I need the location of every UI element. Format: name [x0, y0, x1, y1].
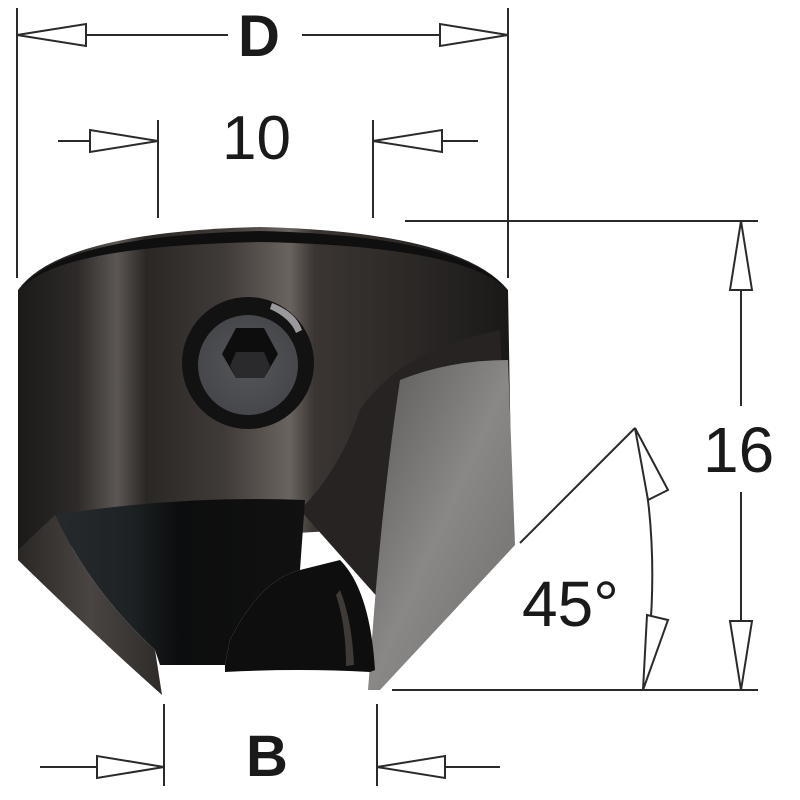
bore-diameter-label: 10 [222, 104, 291, 173]
d-arrow-right-icon [439, 22, 509, 48]
countersink-body [18, 227, 515, 695]
overall-diameter-label: D [238, 4, 280, 69]
tip-arrow-right-icon [376, 754, 446, 780]
tip-arrow-left-icon [96, 754, 165, 780]
height-arrow-up-icon [728, 220, 754, 291]
angle-arrow-top-icon [634, 427, 670, 502]
bore-arrow-left-icon [89, 128, 159, 154]
tip-diameter-label: B [246, 724, 288, 789]
d-arrow-left-icon [16, 22, 87, 48]
height-label: 16 [703, 414, 775, 486]
bore-arrow-right-icon [372, 128, 443, 154]
height-arrow-down-icon [728, 620, 754, 691]
angle-extension-line [519, 427, 636, 544]
angle-label: 45° [522, 568, 619, 640]
hex-socket-screw-icon [182, 297, 314, 429]
dimension-lines [16, 8, 758, 786]
angle-arrow-bottom-icon [642, 613, 670, 691]
